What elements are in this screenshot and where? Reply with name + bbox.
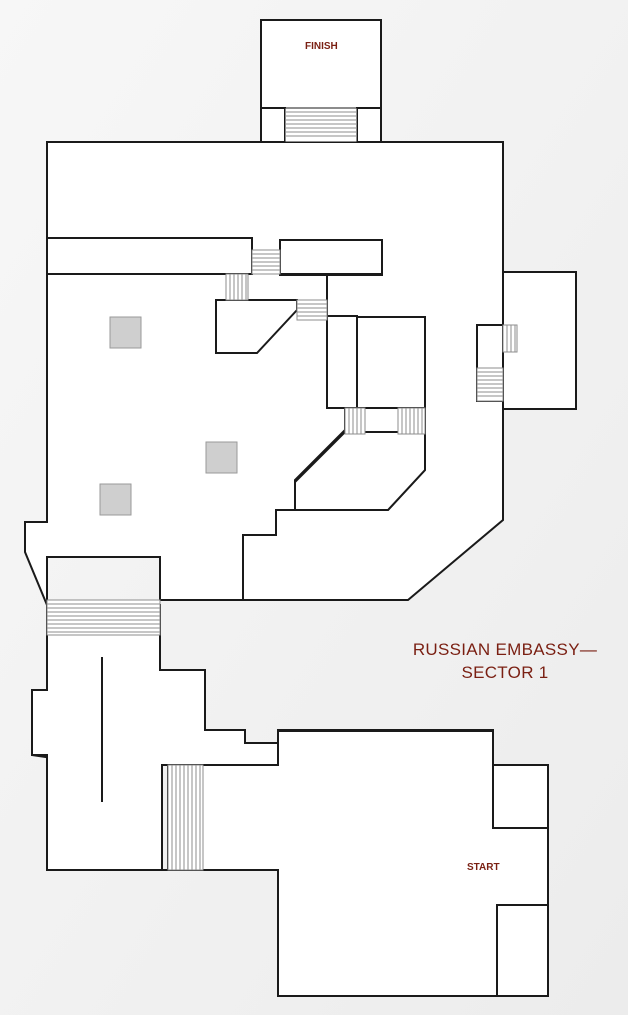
- stairs-chamber-left: [344, 407, 366, 435]
- pillar: [205, 441, 238, 474]
- pillar: [99, 483, 132, 516]
- inner-chamber: [356, 316, 426, 409]
- stair-landing-block: [215, 299, 298, 354]
- main-hall: [24, 141, 504, 606]
- west-corridor: [31, 604, 279, 871]
- finish-pillar-left: [260, 107, 286, 143]
- stairs-annex-upper: [502, 324, 518, 353]
- finish-pillar-right: [356, 107, 382, 143]
- stairs-north: [251, 249, 281, 275]
- stairs-landing-east: [296, 299, 328, 321]
- stairs-group: [46, 107, 518, 871]
- finish-label: FINISH: [305, 41, 338, 52]
- stairs-annex-lower: [476, 367, 504, 402]
- stairs-start: [167, 764, 204, 871]
- stairs-landing-down: [225, 273, 249, 301]
- inner-chamber-hall: [326, 315, 358, 409]
- stairs-finish: [284, 107, 358, 143]
- map-title: RUSSIAN EMBASSY— SECTOR 1: [380, 638, 628, 684]
- north-corridor-wall: [46, 237, 253, 275]
- stairs-west-main: [46, 599, 161, 636]
- stairs-chamber-right: [397, 407, 426, 435]
- map-title-line2: SECTOR 1: [461, 663, 549, 682]
- north-room-block: [279, 239, 383, 275]
- map-title-line1: RUSSIAN EMBASSY—: [412, 640, 598, 659]
- pillar: [109, 316, 142, 349]
- start-label: START: [467, 862, 500, 873]
